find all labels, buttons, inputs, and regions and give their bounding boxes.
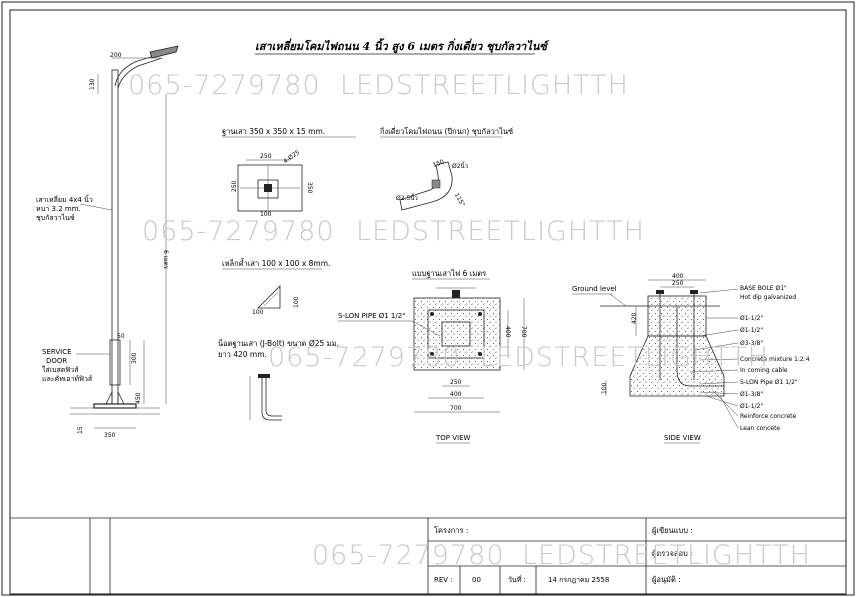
note-4: Ø3-3/8": [740, 340, 763, 347]
wm-phone-3: 065-7279780: [268, 342, 461, 373]
foundation-caption: แบบฐานเสาไฟ 6 เมตร: [412, 269, 486, 278]
bp-dim-top: 250: [260, 153, 272, 160]
dim-arm-height: 130: [89, 78, 96, 90]
tb-date-label: วันที่ :: [508, 575, 526, 584]
base-plate-detail: ฐานเสา 350 x 350 x 15 mm. 250 250 350 4-…: [222, 127, 356, 218]
dim-base-to-door: 450: [135, 392, 142, 404]
arm-detail: กิ่งเดี่ยวโคมไฟถนน (ปีกนก) ชุบกัลวาไนซ์ …: [380, 126, 514, 211]
watermarks: 065-7279780 LEDSTREETLIGHTTH 065-7279780…: [128, 70, 811, 571]
bp-dim-right: 350: [306, 182, 313, 194]
tb-rev-value: 00: [472, 576, 481, 584]
pole-label-2: หนา 3.2 mm.: [36, 205, 81, 213]
arm-dim-pipe25: Ø2.5นิ้ว: [396, 192, 418, 202]
title-block: โครงการ : ผู้เขียนแบบ : ผู้ตรวจสอบ : REV…: [10, 517, 846, 594]
note-5: Concrete mixture 1:2:4: [740, 356, 810, 363]
side-dim-420: 420: [631, 312, 638, 324]
gusset-dim-side: 100: [293, 296, 300, 308]
tb-rev-label: REV :: [434, 576, 453, 584]
note-7: S-LON Pipe Ø1 1/2": [740, 379, 798, 386]
wm-phone-2: 065-7279780: [142, 216, 335, 247]
tb-approver-label: ผู้อนุมัติ :: [652, 575, 681, 584]
note-8: Ø1-3/8": [740, 391, 763, 398]
gusset-dim-bottom: 100: [252, 309, 264, 316]
note-10: Reinforce concrete: [740, 413, 797, 420]
dim-pole-height: 6 เมตร: [162, 250, 169, 270]
top-dim-400v: 400: [504, 326, 511, 338]
wm-brand-1: LEDSTREETLIGHTTH: [340, 70, 629, 101]
top-dim-700: 700: [450, 405, 462, 412]
foundation-top-view: แบบฐานเสาไฟ 6 เมตร S-LON PIPE Ø1 1/2" 25…: [338, 269, 527, 444]
note-1: Hot dip galvanized: [740, 294, 796, 301]
tb-project-label: โครงการ :: [434, 526, 468, 535]
dim-base-width: 350: [104, 432, 116, 439]
bp-dim-bottom: 100: [260, 211, 272, 218]
note-9: Ø1-1/2": [740, 403, 763, 410]
side-dim-100: 100: [601, 382, 608, 394]
side-dim-250: 250: [672, 280, 684, 287]
top-dim-400: 400: [450, 391, 462, 398]
top-view-label: TOP VIEW: [435, 434, 471, 442]
wm-phone-4: 065-7279780: [312, 540, 505, 571]
anchor-caption-2: ยาว 420 mm.: [218, 350, 267, 359]
bp-dim-left: 250: [231, 180, 238, 192]
tb-checker-label: ผู้ตรวจสอบ :: [652, 549, 693, 558]
arm-dim-angle: 115°: [453, 192, 466, 208]
anchor-caption: น็อตฐานเสา (J-Bolt) ขนาด Ø25 มม.: [218, 338, 339, 348]
note-6: In coming cable: [740, 367, 788, 374]
side-view-label: SIDE VIEW: [664, 434, 701, 442]
pole-label-1: เสาเหลี่ยม 4x4 นิ้ว: [36, 193, 93, 204]
arm-dim-150: 150: [432, 158, 445, 169]
ground-level-label: Ground level: [572, 285, 617, 293]
base-plate-caption: ฐานเสา 350 x 350 x 15 mm.: [222, 127, 325, 136]
door-label-3: ใส่เบสตฟิวส์: [42, 365, 79, 374]
wm-brand-3: LEDSTREETLIGHTTH: [480, 342, 769, 373]
note-3: Ø1-1/2": [740, 327, 763, 334]
foundation-side-view: Ground level 400 250 420 100 SIDE VIEW B…: [572, 273, 810, 444]
arm-caption: กิ่งเดี่ยวโคมไฟถนน (ปีกนก) ชุบกัลวาไนซ์: [380, 126, 514, 136]
wm-brand-4: LEDSTREETLIGHTTH: [522, 540, 811, 571]
door-label-1: SERVICE: [42, 348, 72, 356]
arm-dim-pipe2: Ø2นิ้ว: [452, 160, 468, 170]
drawing-title: เสาเหลี่ยมโคมไฟถนน 4 นิ้ว สูง 6 เมตร กิ่…: [255, 38, 550, 54]
gusset-caption: เหล็กค้ำเสา 100 x 100 x 8mm.: [222, 258, 330, 268]
wm-brand-2: LEDSTREETLIGHTTH: [356, 216, 645, 247]
dim-door-height: 300: [131, 352, 138, 364]
wm-phone-1: 065-7279780: [128, 70, 321, 101]
dim-arm-width: 200: [110, 52, 122, 59]
bp-dim-holes: 4-Ø25: [282, 149, 301, 165]
top-dim-250: 250: [450, 379, 462, 386]
side-dim-400: 400: [672, 273, 684, 280]
tb-designer-label: ผู้เขียนแบบ :: [652, 526, 693, 535]
top-pipe-label: S-LON PIPE Ø1 1/2": [338, 312, 405, 320]
top-dim-700v: 700: [520, 326, 527, 338]
gusset-detail: เหล็กค้ำเสา 100 x 100 x 8mm. 100 100: [222, 258, 330, 316]
note-2: Ø1-1/2": [740, 315, 763, 322]
dim-base-thick: 15: [77, 426, 84, 434]
tb-date-value: 14 กรกฎาคม 2558: [548, 576, 609, 584]
door-label-2: DOOR: [46, 357, 67, 365]
dim-door-offset: 50: [117, 333, 125, 340]
side-notes: BASE BOLE Ø1" Hot dip galvanized Ø1-1/2"…: [689, 285, 810, 432]
door-label-4: และคัทเอาท์ฟิวส์: [42, 375, 93, 383]
anchor-bolt-detail: น็อตฐานเสา (J-Bolt) ขนาด Ø25 มม. ยาว 420…: [218, 338, 339, 421]
pole-elevation: 200 130 6 เมตร 300 450 50 15 350 เสาเหลี…: [36, 45, 179, 439]
note-11: Lean concete: [740, 425, 780, 432]
pole-label-3: ชุบกัลวาไนซ์: [36, 213, 75, 222]
note-0: BASE BOLE Ø1": [740, 285, 787, 292]
